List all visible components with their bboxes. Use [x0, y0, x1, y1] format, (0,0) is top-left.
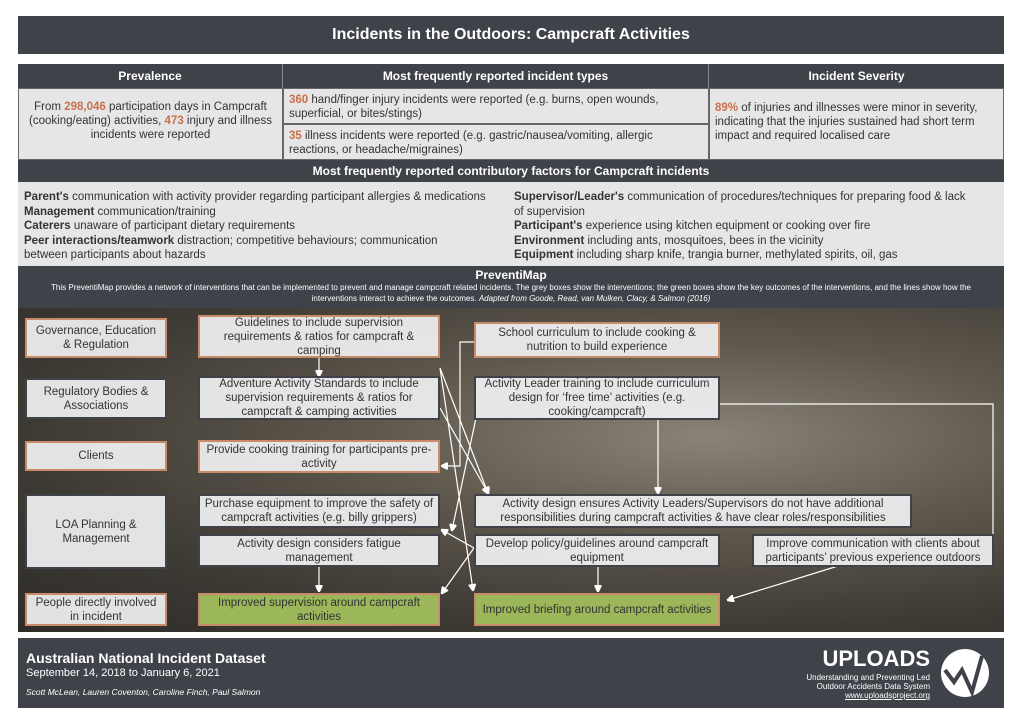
- tagline-2: Outdoor Accidents Data System: [816, 682, 930, 691]
- type-cell-2: 35 illness incidents were reported (e.g.…: [283, 124, 709, 160]
- uploads-logo-icon: [941, 649, 989, 698]
- intervention-cooking-training: Provide cooking training for participant…: [198, 440, 440, 473]
- level-regulatory-bodies: Regulatory Bodies & Associations: [25, 378, 167, 419]
- outcome-supervision: Improved supervision around campcraft ac…: [198, 593, 440, 626]
- intervention-communication: Improve communication with clients about…: [752, 534, 994, 567]
- uploads-tagline: Understanding and Preventing Led Outdoor…: [806, 673, 930, 700]
- intervention-fatigue: Activity design considers fatigue manage…: [198, 534, 440, 567]
- factor: Supervisor/Leader's communication of pro…: [514, 191, 966, 218]
- factor: Peer interactions/teamwork distraction; …: [24, 234, 438, 262]
- severity-percent: 89%: [715, 102, 739, 114]
- footer: Australian National Incident Dataset Sep…: [18, 638, 1004, 708]
- intervention-school-curriculum: School curriculum to include cooking & n…: [474, 322, 720, 358]
- level-governance: Governance, Education & Regulation: [25, 318, 167, 358]
- uploads-logo-text: UPLOADS: [822, 646, 930, 671]
- factor: Caterers unaware of participant dietary …: [24, 220, 296, 232]
- preventimap-cite: Adapted from Goode, Read, van Mulken, Cl…: [478, 293, 711, 303]
- level-clients: Clients: [25, 441, 167, 471]
- factor: Parent's communication with activity pro…: [24, 191, 486, 203]
- factor: Environment including ants, mosquitoes, …: [514, 234, 824, 247]
- text: injury and illness incidents were report…: [90, 115, 272, 141]
- type-count: 35: [289, 130, 302, 142]
- contrib-right: Supervisor/Leader's communication of pro…: [514, 190, 974, 263]
- dataset-dates: September 14, 2018 to January 6, 2021: [26, 667, 220, 679]
- intervention-aas: Adventure Activity Standards to include …: [198, 376, 440, 420]
- preventimap-title: PreventiMap: [475, 268, 547, 282]
- level-people-involved: People directly involved in incident: [25, 593, 167, 626]
- factor: Equipment including sharp knife, trangia…: [514, 249, 898, 261]
- preventimap-header: PreventiMap This PreventiMap provides a …: [18, 266, 1004, 308]
- connector-lines: [18, 341, 994, 632]
- website-link[interactable]: www.uploadsproject.org: [845, 691, 930, 700]
- page-title: Incidents in the Outdoors: Campcraft Act…: [18, 16, 1004, 54]
- text: From: [34, 101, 65, 113]
- contrib-factors: Parent's communication with activity pro…: [18, 182, 1004, 266]
- prevalence-cell: From 298,046 participation days in Campc…: [18, 88, 283, 160]
- incident-count: 473: [164, 115, 184, 127]
- preventimap-desc: This PreventiMap provides a network of i…: [51, 283, 971, 303]
- severity-text: of injuries and illnesses were minor in …: [715, 102, 978, 142]
- types-header: Most frequently reported incident types: [283, 64, 709, 88]
- level-loa-planning: LOA Planning & Management: [25, 494, 167, 569]
- outcome-briefing: Improved briefing around campcraft activ…: [474, 593, 720, 626]
- tagline-1: Understanding and Preventing Led: [806, 673, 930, 682]
- contrib-left: Parent's communication with activity pro…: [24, 190, 512, 263]
- type-count: 360: [289, 94, 309, 106]
- prevalence-header: Prevalence: [18, 64, 283, 88]
- severity-header: Incident Severity: [709, 64, 1004, 88]
- type-text: illness incidents were reported (e.g. ga…: [289, 130, 653, 156]
- type-cell-1: 360 hand/finger injury incidents were re…: [283, 88, 709, 124]
- intervention-guidelines: Guidelines to include supervision requir…: [198, 315, 440, 358]
- severity-cell: 89% of injuries and illnesses were minor…: [709, 88, 1004, 160]
- intervention-activity-design-roles: Activity design ensures Activity Leaders…: [474, 494, 912, 528]
- factor: Participant's experience using kitchen e…: [514, 220, 871, 232]
- preventimap: Governance, Education & Regulation Regul…: [18, 308, 1004, 632]
- contrib-header: Most frequently reported contributory fa…: [18, 160, 1004, 182]
- participation-days: 298,046: [64, 101, 106, 113]
- dataset-title: Australian National Incident Dataset: [26, 650, 266, 666]
- intervention-purchase-equipment: Purchase equipment to improve the safety…: [198, 494, 440, 528]
- type-text: hand/finger injury incidents were report…: [289, 94, 659, 120]
- text: participation days in Campcraft (cooking…: [29, 101, 267, 127]
- intervention-policy: Develop policy/guidelines around campcra…: [474, 534, 720, 567]
- intervention-leader-training: Activity Leader training to include curr…: [474, 376, 720, 420]
- factor: Management communication/training: [24, 205, 216, 218]
- authors: Scott McLean, Lauren Coventon, Caroline …: [26, 687, 261, 697]
